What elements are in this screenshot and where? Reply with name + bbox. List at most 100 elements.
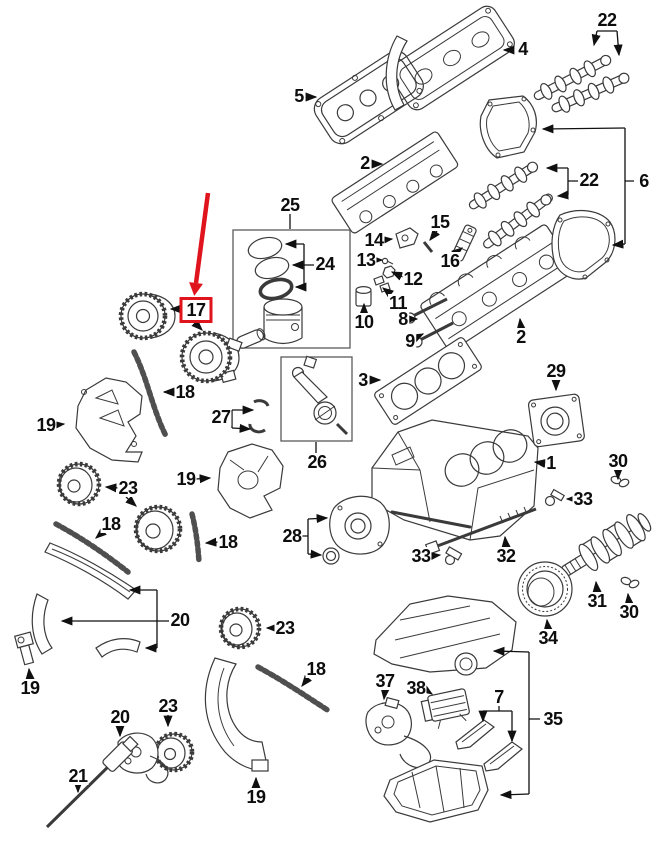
sprocket-mid-left (133, 504, 183, 554)
callout-12[interactable]: 12 (402, 269, 424, 289)
cam-bracket-14 (395, 227, 419, 249)
callout-30[interactable]: 30 (618, 602, 640, 622)
callout-18[interactable]: 18 (100, 514, 122, 534)
timing-cover-lower (551, 209, 616, 280)
callout-17-selected[interactable]: 17 (179, 297, 213, 323)
callout-5[interactable]: 5 (293, 86, 305, 106)
camshaft-intake-mid (483, 193, 553, 249)
callout-6[interactable]: 6 (638, 171, 650, 191)
chain-guide-long (44, 542, 137, 600)
timing-chain-mid (189, 511, 202, 565)
sensor-bolt-right (544, 488, 566, 507)
callout-18[interactable]: 18 (174, 382, 196, 402)
timing-chain-right (255, 664, 332, 714)
callout-33[interactable]: 33 (410, 546, 432, 566)
callout-15[interactable]: 15 (429, 212, 451, 232)
connecting-rod-box (280, 355, 353, 442)
callout-2[interactable]: 2 (515, 327, 527, 347)
callout-18[interactable]: 18 (217, 532, 239, 552)
callout-20[interactable]: 20 (169, 610, 191, 630)
callout-21[interactable]: 21 (67, 766, 89, 786)
callout-16[interactable]: 16 (439, 251, 461, 271)
baffle-wedge-2 (483, 741, 523, 772)
callout-30[interactable]: 30 (607, 451, 629, 471)
crankshaft (561, 513, 652, 577)
callout-19[interactable]: 19 (19, 678, 41, 698)
callout-25[interactable]: 25 (279, 195, 301, 215)
engine-block (371, 419, 539, 541)
callout-38[interactable]: 38 (405, 678, 427, 698)
crank-seal-ring (517, 561, 573, 617)
callout-31[interactable]: 31 (586, 591, 608, 611)
callout-28[interactable]: 28 (281, 526, 303, 546)
sprocket-right (218, 606, 262, 650)
valve-cover-gasket (313, 50, 424, 145)
callout-29[interactable]: 29 (545, 361, 567, 381)
callout-19[interactable]: 19 (35, 415, 57, 435)
callout-20[interactable]: 20 (109, 707, 131, 727)
callout-23[interactable]: 23 (274, 618, 296, 638)
oil-pump-front (322, 495, 390, 565)
callout-33[interactable]: 33 (572, 489, 594, 509)
cam-phaser-right (179, 330, 243, 384)
engine-bracket-left (75, 377, 143, 463)
callout-9[interactable]: 9 (404, 331, 416, 351)
timing-chain-upper (131, 349, 169, 439)
piston (263, 298, 303, 345)
callout-27[interactable]: 27 (210, 407, 232, 427)
valve-cover (389, 5, 515, 111)
callout-23[interactable]: 23 (157, 696, 179, 716)
callout-26[interactable]: 26 (306, 452, 328, 472)
baffle-wedge-1 (455, 719, 495, 750)
callout-4[interactable]: 4 (517, 39, 529, 59)
callout-23[interactable]: 23 (117, 478, 139, 498)
oil-pan-upper (373, 595, 517, 676)
rear-seal-plate (527, 393, 585, 448)
valve-lifter-10 (355, 286, 372, 307)
camshaft-intake-right (551, 72, 630, 113)
piston-kit-box (232, 229, 351, 349)
callout-35[interactable]: 35 (542, 709, 564, 729)
callout-14[interactable]: 14 (363, 230, 385, 250)
sensor-bolt-left (444, 546, 463, 566)
callout-24[interactable]: 24 (314, 254, 336, 274)
tensioner-arm (31, 593, 53, 655)
callout-19[interactable]: 19 (175, 469, 197, 489)
camshaft-exhaust-mid (468, 161, 539, 210)
chain-guide-curved (204, 657, 269, 772)
callout-13[interactable]: 13 (355, 250, 377, 270)
callout-2[interactable]: 2 (359, 153, 371, 173)
callout-8[interactable]: 8 (397, 309, 409, 329)
callout-1[interactable]: 1 (545, 453, 557, 473)
head-gasket (374, 337, 482, 425)
callout-10[interactable]: 10 (353, 312, 375, 332)
callout-22[interactable]: 22 (596, 10, 618, 30)
engine-bracket-center (217, 443, 284, 519)
callout-7[interactable]: 7 (493, 687, 505, 707)
cam-phaser-left (118, 291, 176, 341)
cylinder-head-right (420, 224, 575, 352)
leader-lines (25, 30, 634, 800)
camshaft-housing-left (331, 35, 459, 234)
callout-22[interactable]: 22 (578, 170, 600, 190)
callout-3[interactable]: 3 (357, 370, 369, 390)
timing-cover-upper (479, 95, 537, 159)
callout-37[interactable]: 37 (374, 671, 396, 691)
callout-32[interactable]: 32 (495, 546, 517, 566)
timing-chain-left (53, 521, 131, 575)
selection-arrow (189, 192, 211, 296)
callout-11[interactable]: 11 (387, 293, 409, 313)
pin-15 (422, 241, 434, 253)
chain-guide-short (95, 638, 141, 658)
callout-18[interactable]: 18 (305, 659, 327, 679)
chain-tensioner-small (13, 631, 35, 666)
callout-34[interactable]: 34 (537, 628, 559, 648)
oil-cooler (420, 688, 470, 729)
sprocket-upper-left (56, 461, 102, 507)
woodruff-key-lower (620, 576, 640, 589)
callout-19[interactable]: 19 (245, 787, 267, 807)
camshaft-exhaust-right (533, 54, 612, 101)
